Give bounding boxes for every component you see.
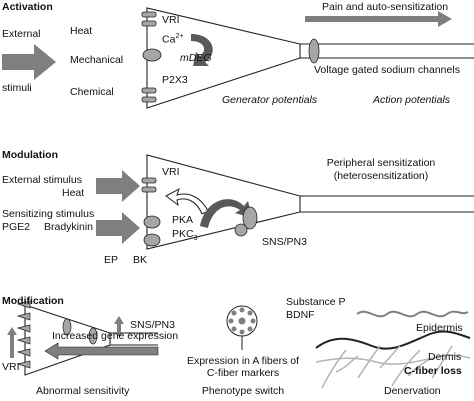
peripheral-sensitization-label: Peripheral sensitization (326, 157, 436, 169)
external-stimuli-arrow (2, 44, 56, 80)
heterosensitization-label: (heterosensitization) (333, 170, 429, 182)
vri-label: VRI (162, 14, 180, 26)
heat-label: Heat (70, 25, 93, 37)
pge2-label: PGE2 (2, 221, 31, 233)
modulation-title: Modulation (2, 149, 58, 161)
substance-p-wave (356, 310, 469, 318)
ca-superscript: 2+ (175, 33, 184, 40)
ep-bk-receptor-icon (143, 215, 161, 247)
sodium-channel-icon (308, 38, 320, 64)
modification-title: Modification (2, 295, 64, 307)
denervation-label: Denervation (384, 385, 441, 397)
pkc-text: PKC (172, 228, 194, 240)
ca-influx-arrow-icon (191, 34, 213, 66)
phosphorylation-arrow-icon (200, 199, 252, 228)
epidermis-line (315, 330, 471, 350)
dermis-label: Dermis (428, 351, 462, 363)
ep-label: EP (104, 254, 119, 266)
modulation-heat-label: Heat (62, 187, 85, 199)
c-fiber-loss-label: C-fiber loss (404, 365, 462, 377)
modulation-vri-label: VRI (162, 166, 180, 178)
bk-label: BK (133, 254, 148, 266)
pain-label: Pain and auto-sensitization (322, 1, 449, 13)
vgsc-label: Voltage gated sodium channels (314, 64, 460, 76)
bdnf-label: BDNF (286, 309, 315, 321)
gene-expression-arrow (44, 342, 159, 360)
mdeg-channel-icon (142, 48, 162, 62)
pkc-subscript: 3 (193, 235, 198, 243)
phenotype-cell-icon (226, 305, 258, 350)
substance-p-label: Substance P (286, 296, 346, 308)
sns-channel-icon (234, 206, 258, 237)
upregulated-channels-icon (62, 318, 98, 345)
sns-increase-arrow (114, 316, 124, 336)
ca-label: Ca2+ (162, 31, 183, 46)
external-stimulus-label: External stimulus (2, 174, 82, 186)
modification-sns-label: SNS/PN3 (130, 319, 175, 331)
external-label: External (2, 28, 41, 40)
expression-label: Expression in A fibers of (186, 355, 300, 367)
chemical-label: Chemical (70, 86, 114, 98)
pain-arrow (305, 11, 452, 27)
sensitizing-stimulus-arrow (96, 212, 140, 244)
gene-expression-label: Increased gene expression (52, 330, 179, 342)
vri-channel-icon (141, 11, 157, 27)
activation-title: Activation (2, 1, 53, 13)
generator-potentials-label: Generator potentials (222, 94, 318, 106)
upregulated-receptors-icon (16, 300, 31, 369)
sensitizing-stimulus-label: Sensitizing stimulus (2, 208, 95, 220)
pkc-label: PKC3 (172, 228, 198, 245)
phenotype-switch-label: Phenotype switch (201, 385, 285, 397)
c-fiber-markers-label: C-fiber markers (206, 367, 280, 379)
pka-label: PKA (172, 214, 194, 226)
sns-pn3-label: SNS/PN3 (262, 236, 307, 248)
action-potentials-label: Action potentials (373, 94, 451, 106)
abnormal-sensitivity-label: Abnormal sensitivity (36, 385, 130, 397)
p2x3-channel-icon (141, 87, 157, 103)
p2x3-label: P2X3 (162, 74, 188, 86)
mdeg-label: mDEG (180, 52, 212, 64)
external-stimulus-arrow (96, 170, 140, 202)
modification-vri-label: VRI (2, 361, 20, 373)
denervated-fibers-icon (315, 345, 471, 389)
vri-receptor-icon (141, 177, 157, 193)
ca-text: Ca (162, 33, 176, 46)
feedback-arrow-icon (165, 187, 209, 215)
epidermis-label: Epidermis (416, 322, 463, 334)
stimuli-label: stimuli (2, 82, 32, 94)
bradykinin-label: Bradykinin (44, 221, 94, 233)
mechanical-label: Mechanical (70, 54, 124, 66)
vri-increase-arrow (7, 327, 17, 358)
